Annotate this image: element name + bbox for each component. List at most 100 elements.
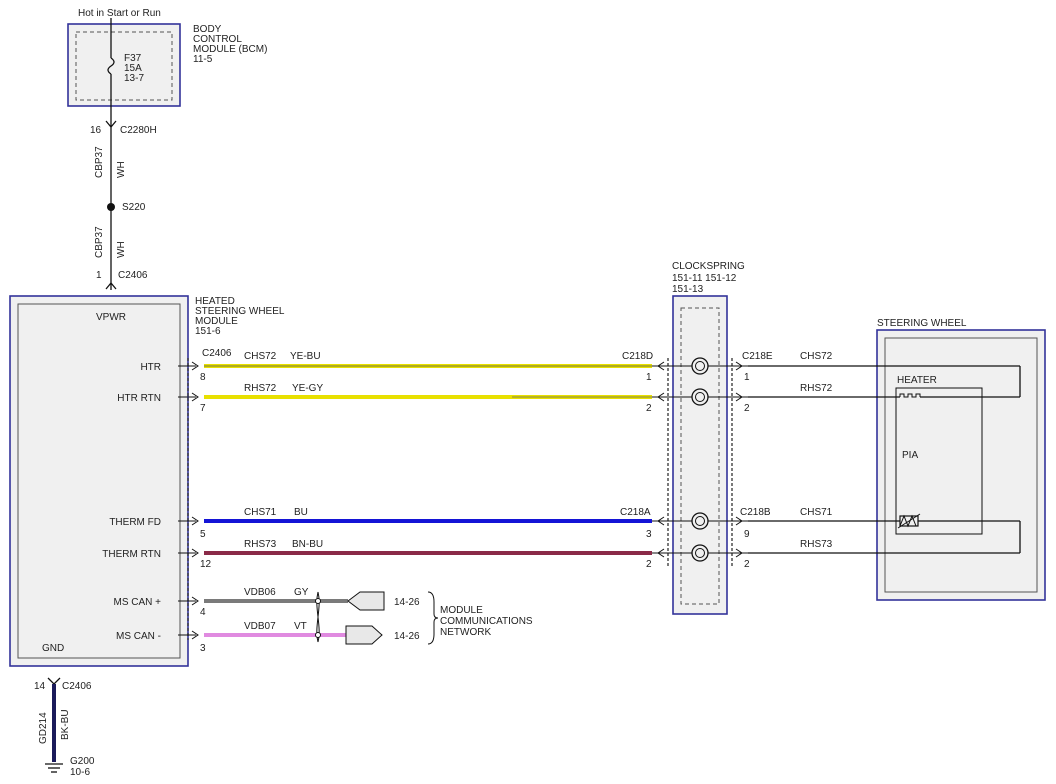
splice-id: S220 xyxy=(122,202,146,213)
bcm-pin: 16 xyxy=(90,125,102,136)
pin-number-htr: 8 xyxy=(200,372,206,383)
splice-dot-icon xyxy=(107,203,115,211)
wire-vdb07-color: VT xyxy=(294,621,307,632)
hsw-inner-box xyxy=(17,303,181,659)
bcm-title-line-4: 11-5 xyxy=(193,54,213,65)
ground-wire-color: BK-BU xyxy=(60,709,71,740)
clockspring: CLOCKSPRING 151-11 151-12 151-13 C218D C… xyxy=(620,261,773,615)
clockspring-right-pin: 2 xyxy=(744,559,750,570)
supply-pin: 1 xyxy=(96,270,102,281)
ground-ref: 10-6 xyxy=(70,767,90,778)
supply-circuit-id-2: CBP37 xyxy=(94,226,105,258)
ground-connector: C2406 xyxy=(62,681,92,692)
wire-chs71-circuit: CHS71 xyxy=(244,507,277,518)
ground-id: G200 xyxy=(70,756,95,767)
wire-rhs73-circuit: RHS73 xyxy=(244,539,277,550)
network-ref-1: 14-26 xyxy=(394,597,420,608)
clockspring-inner-dash xyxy=(680,307,720,605)
clockspring-title-3: 151-13 xyxy=(672,284,704,295)
clockspring-title-2: 151-11 151-12 xyxy=(672,273,737,284)
sw-wire-label: RHS72 xyxy=(800,383,833,394)
bcm-box xyxy=(67,23,181,107)
connector-arrow-icon xyxy=(191,596,199,606)
bcm-supply-note: Hot in Start or Run xyxy=(78,8,161,19)
network-ref-2: 14-26 xyxy=(394,631,420,642)
clockspring-coil-icon xyxy=(691,544,709,562)
clockspring-title-1: CLOCKSPRING xyxy=(672,261,745,272)
wire-vdb06-circuit: VDB06 xyxy=(244,587,276,598)
clockspring-conn-right-bottom: C218B xyxy=(740,507,771,518)
sw-wire-label: CHS71 xyxy=(800,507,833,518)
wire-vdb07-circuit: VDB07 xyxy=(244,621,276,632)
supply-wire-color: WH xyxy=(116,161,127,178)
network-label-3: NETWORK xyxy=(440,627,491,638)
clockspring-coil-icon xyxy=(691,357,709,375)
clockspring-coil-icon xyxy=(691,388,709,406)
network-connector-icon xyxy=(347,591,385,611)
connector-arrow-icon xyxy=(191,516,199,526)
hsw-module: HEATED STEERING WHEEL MODULE 151-6 VPWR … xyxy=(9,295,285,667)
wire-rhs72-circuit: RHS72 xyxy=(244,383,277,394)
clockspring-left-pin: 1 xyxy=(646,372,652,383)
pin-number-therm-fd: 5 xyxy=(200,529,206,540)
pin-label-ms-can-plus: MS CAN + xyxy=(113,597,161,608)
bcm-title-line-2: CONTROL xyxy=(193,34,242,45)
pin-number-ms-can-minus: 3 xyxy=(200,643,206,654)
supply-wire-color-2: WH xyxy=(116,241,127,258)
wire-vdb06-color: GY xyxy=(294,587,309,598)
hsw-title-line-3: MODULE xyxy=(195,316,238,327)
steering-wheel-inner xyxy=(884,337,1038,593)
pin-number-ms-can-plus: 4 xyxy=(200,607,206,618)
connector-arrow-icon xyxy=(191,392,199,402)
hsw-connector: C2406 xyxy=(202,348,232,359)
pin-number-therm-rtn: 12 xyxy=(200,559,212,570)
supply-circuit-id: CBP37 xyxy=(94,146,105,178)
hsw-title-line-2: STEERING WHEEL xyxy=(195,306,285,317)
network-label-2: COMMUNICATIONS xyxy=(440,616,533,627)
twist-node-icon xyxy=(315,598,321,604)
heater-element-icon xyxy=(899,393,921,398)
supply-circuit: CBP37 WH S220 CBP37 WH 1 C2406 xyxy=(94,128,148,290)
wire-rhs73-color: BN-BU xyxy=(292,539,323,550)
fuse-label-3: 13-7 xyxy=(124,73,144,84)
connector-arrow-icon xyxy=(47,677,61,685)
hsw-vpwr-label: VPWR xyxy=(96,312,126,323)
pin-label-htr-rtn: HTR RTN xyxy=(117,393,161,404)
hsw-title-line-1: HEATED xyxy=(195,296,235,307)
sw-wire-label: CHS72 xyxy=(800,351,833,362)
harness-wires: CHS72 YE-BU RHS72 YE-GY CHS71 BU RHS73 B… xyxy=(204,351,652,645)
hsw-gnd-label: GND xyxy=(42,643,64,654)
connector-arrow-icon xyxy=(105,281,117,290)
connector-arrow-icon xyxy=(191,361,199,371)
wire-chs72-circuit: CHS72 xyxy=(244,351,277,362)
twisted-pair-icon xyxy=(316,591,320,643)
hsw-title-line-4: 151-6 xyxy=(195,326,221,337)
clockspring-right-pin: 1 xyxy=(744,372,750,383)
clockspring-left-pin: 3 xyxy=(646,529,652,540)
network-label-1: MODULE xyxy=(440,605,483,616)
clockspring-left-pin: 2 xyxy=(646,403,652,414)
network-brace-icon xyxy=(427,591,439,645)
twist-node-icon xyxy=(315,632,321,638)
clockspring-right-pin: 9 xyxy=(744,529,750,540)
pin-label-htr: HTR xyxy=(140,362,161,373)
bcm-module: Hot in Start or Run BODY CONTROL MODULE … xyxy=(67,8,267,136)
clockspring-conn-right-top: C218E xyxy=(742,351,773,362)
connector-arrow-icon xyxy=(191,548,199,558)
clockspring-right-pin: 2 xyxy=(744,403,750,414)
steering-wheel-title: STEERING WHEEL xyxy=(877,318,967,329)
network-connector-icon xyxy=(345,625,383,645)
fuse-icon xyxy=(107,57,115,75)
supply-connector: C2406 xyxy=(118,270,148,281)
thermistor-icon xyxy=(897,513,921,529)
pia-box xyxy=(895,387,983,535)
pia-label: PIA xyxy=(902,450,918,461)
fuse-label-1: F37 xyxy=(124,53,142,64)
connector-arrow-icon xyxy=(191,630,199,640)
heater-label: HEATER xyxy=(897,375,937,386)
wire-rhs72-color: YE-GY xyxy=(292,383,323,394)
ground-circuit: 14 C2406 GD214 BK-BU G200 10-6 xyxy=(34,677,95,778)
fuse-label-2: 15A xyxy=(124,63,142,74)
pin-number-htr-rtn: 7 xyxy=(200,403,206,414)
